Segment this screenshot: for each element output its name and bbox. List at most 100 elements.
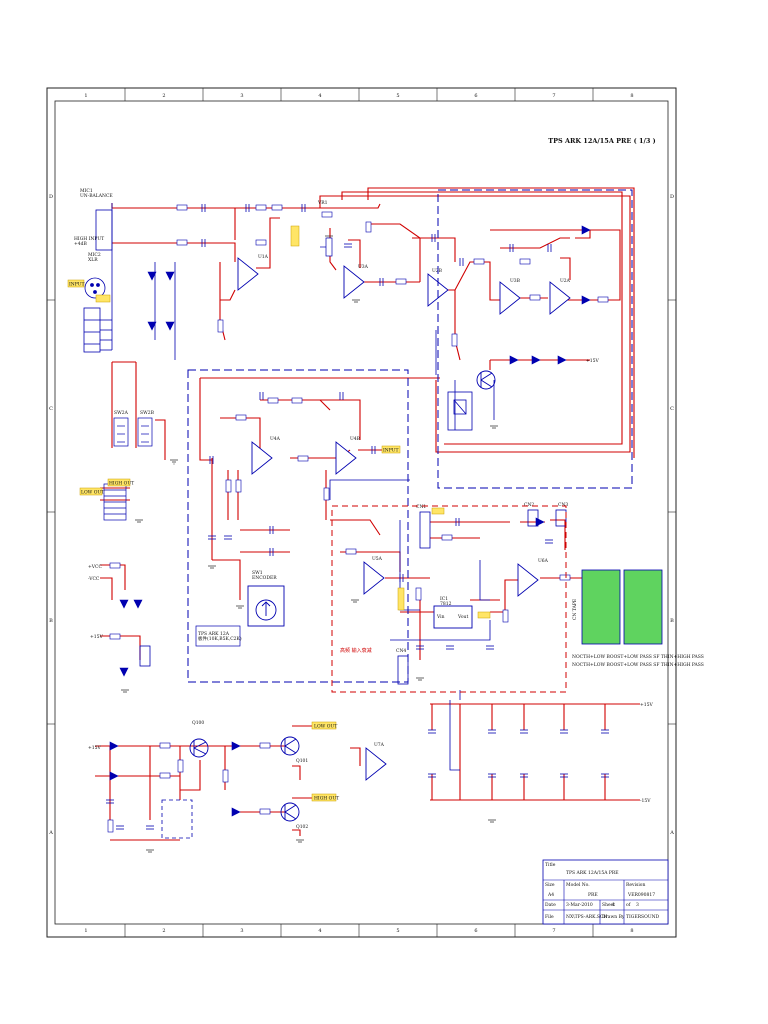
- net-labels: INPUT LOW OUT HIGH OUT INPUT LOW OUT HIG…: [67, 225, 491, 802]
- svg-text:HIGH OUT: HIGH OUT: [109, 481, 134, 487]
- svg-text:INPUT: INPUT: [69, 282, 84, 288]
- opamp-u3a: [343, 265, 365, 299]
- label-u2a: U2A: [560, 278, 571, 284]
- label-vr1: VR1: [317, 200, 328, 206]
- resistor: [519, 258, 531, 265]
- opamp-u2a: [549, 281, 571, 315]
- transistor-q103: [476, 370, 496, 390]
- opamp-u4a: [251, 441, 273, 475]
- capacitor: [269, 548, 274, 556]
- connectors-cn: [139, 509, 567, 685]
- row-B-right: B: [670, 618, 674, 624]
- relay: [447, 391, 473, 431]
- ic1-pin-vout: Vout: [457, 614, 468, 620]
- resistor: [529, 294, 541, 301]
- tb-model-label: Model No.: [566, 882, 590, 888]
- opamp-u1a: [237, 257, 259, 291]
- tb-date-value: 3-Mar-2010: [566, 902, 593, 908]
- resistor: [176, 239, 188, 246]
- resistor: [159, 742, 171, 749]
- filter-note-1: NOCTH+LOW BOOST+LOW PASS SF THIN+HIGH PA…: [572, 654, 704, 660]
- label-vp15-left: +15V: [90, 634, 103, 640]
- col-5-bottom: 5: [396, 928, 399, 934]
- column-labels: 1 2 3 4 5 6 7 8 1 2 3 4 5 6 7 8 D C B A …: [48, 93, 674, 934]
- ground-symbol: [208, 565, 216, 569]
- capacitor: [428, 729, 436, 734]
- signal-wires: [95, 187, 640, 841]
- ground-symbol: [490, 425, 498, 429]
- tb-of-label: of: [626, 902, 631, 908]
- resistor: [235, 479, 242, 493]
- tb-file-label: File: [545, 914, 554, 920]
- connector-cn1: [419, 511, 431, 549]
- tb-model-value: PRE: [588, 892, 598, 898]
- resistor: [297, 455, 309, 462]
- zener-diode: [133, 599, 143, 609]
- header-cn-left: [103, 483, 127, 521]
- label-u2b: U2B: [432, 268, 443, 274]
- ground-symbol: [416, 677, 424, 681]
- capacitor: [431, 234, 436, 242]
- zener-diode: [147, 321, 157, 331]
- inner-frame: [54, 100, 669, 925]
- label-sw2b: SW2B: [140, 410, 155, 416]
- resistor: [259, 808, 271, 815]
- resistor: [176, 204, 188, 211]
- capacitor: [459, 258, 464, 266]
- led: [509, 355, 519, 365]
- capacitor: [209, 456, 214, 464]
- net-flag-hi-input: [95, 294, 111, 303]
- svg-text:LOW OUT: LOW OUT: [314, 724, 337, 730]
- resistor: [159, 772, 171, 779]
- capacitor: [339, 392, 344, 400]
- tb-of-value: 3: [636, 902, 639, 908]
- diode: [231, 807, 241, 817]
- jack-connector: [83, 307, 101, 353]
- opamp-u3b: [499, 281, 521, 315]
- net-flag-input-2: [381, 445, 401, 454]
- col-7: 7: [552, 93, 555, 99]
- net-flag-vertical: [397, 587, 405, 611]
- switch-labels: SW2A SW2B: [114, 410, 155, 416]
- col-3-bottom: 3: [240, 928, 243, 934]
- net-flag-cn1: [431, 507, 445, 515]
- resistor: [222, 769, 229, 783]
- resistor: [255, 239, 267, 246]
- outer-frame: [46, 87, 677, 938]
- row-D: D: [49, 194, 53, 200]
- ground-symbol: [135, 519, 143, 523]
- capacitor: [116, 825, 124, 830]
- diode: [581, 225, 591, 235]
- capacitor: [601, 773, 609, 778]
- col-2: 2: [162, 93, 165, 99]
- capacitor: [379, 278, 384, 286]
- label-nvcc: -VCC: [88, 576, 100, 582]
- label-u6a: U6A: [538, 558, 549, 564]
- capacitor: [106, 799, 114, 804]
- dashed-block-red: [331, 505, 567, 693]
- resistor: [597, 296, 609, 303]
- phone-jack: [95, 209, 113, 251]
- svg-text:INPUT: INPUT: [383, 448, 398, 454]
- op-amps: [237, 257, 571, 781]
- col-4-bottom: 4: [318, 928, 321, 934]
- label-q102: Q102: [296, 824, 308, 830]
- col-8-bottom: 8: [630, 928, 633, 934]
- label-u5a: U5A: [372, 556, 383, 562]
- tb-size-label: Size: [545, 882, 555, 888]
- resistor: [271, 204, 283, 211]
- diode: [535, 517, 545, 527]
- ground-symbol: [296, 839, 304, 843]
- row-B: B: [49, 618, 53, 624]
- resistor: [441, 534, 453, 541]
- net-flag-low-out-2: [311, 721, 337, 730]
- tb-revision-value: VER090817: [627, 892, 655, 898]
- capacitor: [344, 243, 352, 248]
- capacitor: [486, 645, 494, 650]
- ground-symbols: [121, 235, 498, 853]
- dashed-block-blue-left: [187, 369, 409, 683]
